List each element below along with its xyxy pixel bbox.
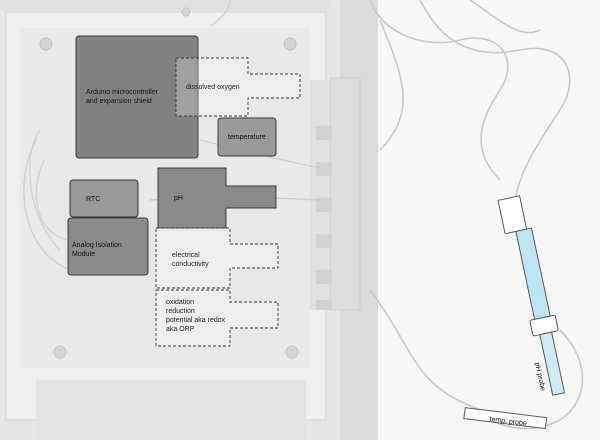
sensor-slot-outlines — [155, 57, 301, 347]
ph-probe-graphic — [497, 195, 566, 396]
mounting-screws — [39, 7, 299, 359]
module-boxes — [67, 35, 277, 276]
electrical-conductivity-slot-label: electrical conductivity — [172, 252, 209, 268]
connector-bank — [316, 77, 361, 311]
dissolved-oxygen-slot-label: dissolved oxygen — [186, 84, 240, 91]
analog-isolation-module-label: Analog Isolation Module — [72, 242, 122, 258]
temp-probe-graphic — [463, 407, 548, 430]
temperature-module-label: temperature — [228, 134, 266, 141]
orp-slot-label: oxidation reduction potential aka redox … — [166, 299, 226, 333]
arduino-module-label: Arduino microcontroller and expansion sh… — [86, 89, 158, 105]
ph-module-label: pH — [174, 195, 183, 202]
rtc-module-label: RTC — [86, 196, 101, 203]
